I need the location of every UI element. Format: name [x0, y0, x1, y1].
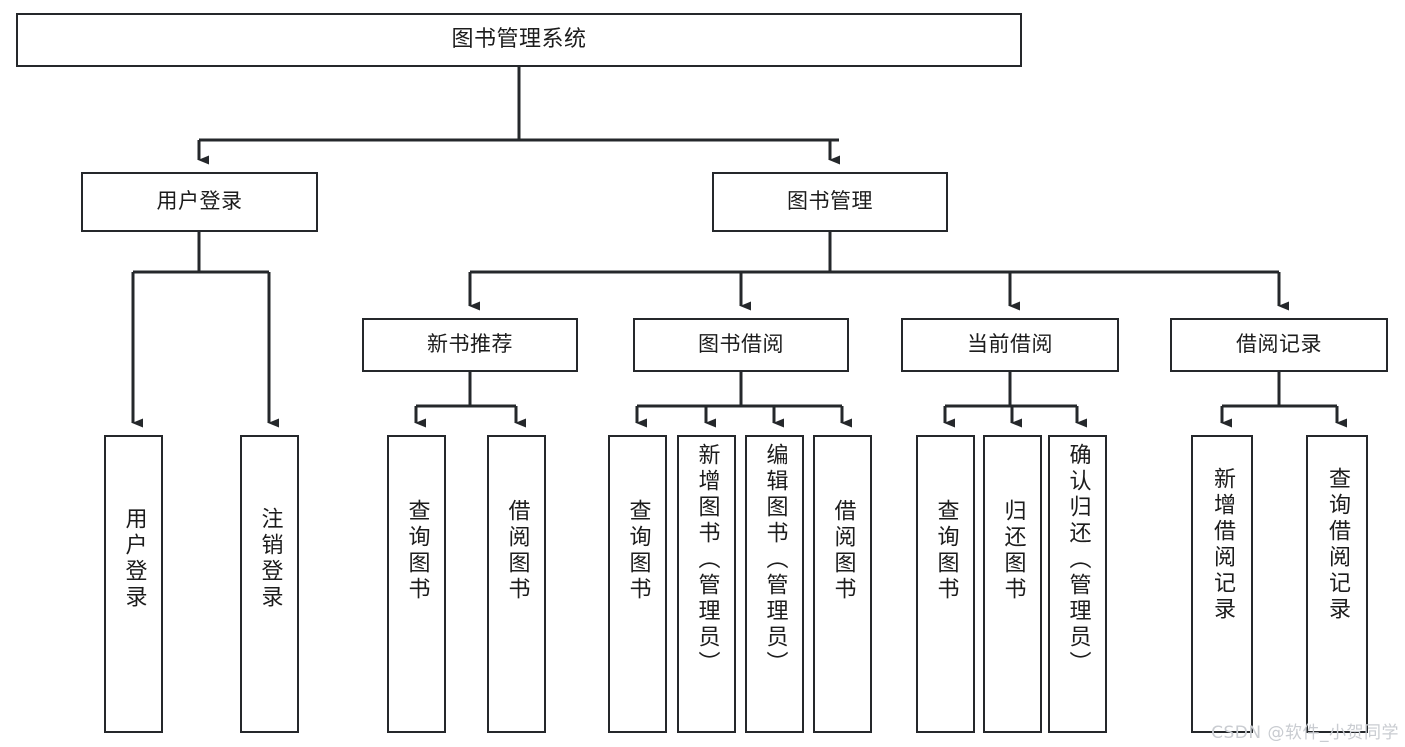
leaf-edit-book-admin[interactable]: 编辑图书（管理员） [745, 435, 804, 733]
node-user-login[interactable]: 用户登录 [81, 172, 318, 232]
node-new-book-recommendation[interactable]: 新书推荐 [362, 318, 578, 372]
leaf-add-borrow-record[interactable]: 新增借阅记录 [1191, 435, 1253, 733]
node-user-login-label: 用户登录 [156, 189, 243, 214]
node-current-borrow-label: 当前借阅 [967, 332, 1053, 357]
leaf-add-borrow-record-label: 新增借阅记录 [1210, 467, 1235, 623]
leaf-add-book-admin[interactable]: 新增图书（管理员） [677, 435, 736, 733]
leaf-user-login-label: 用户登录 [121, 507, 147, 611]
leaf-borrow-book-borrow[interactable]: 借阅图书 [813, 435, 872, 733]
node-book-manage[interactable]: 图书管理 [712, 172, 948, 232]
leaf-query-book-borrow[interactable]: 查询图书 [608, 435, 667, 733]
csdn-watermark: CSDN @软件_小贺同学 [1211, 723, 1399, 743]
leaf-query-book-current[interactable]: 查询图书 [916, 435, 975, 733]
node-book-borrow[interactable]: 图书借阅 [633, 318, 849, 372]
leaf-confirm-return-admin[interactable]: 确认归还（管理员） [1048, 435, 1107, 733]
leaf-query-book-current-label: 查询图书 [933, 499, 959, 603]
leaf-query-book-recommendation[interactable]: 查询图书 [387, 435, 446, 733]
leaf-logout[interactable]: 注销登录 [240, 435, 299, 733]
node-book-borrow-label: 图书借阅 [698, 332, 784, 357]
leaf-edit-book-admin-label: 编辑图书（管理员） [762, 443, 788, 677]
leaf-borrow-book-recommendation[interactable]: 借阅图书 [487, 435, 546, 733]
leaf-query-book-recommendation-label: 查询图书 [404, 499, 430, 603]
node-borrow-record-label: 借阅记录 [1236, 332, 1322, 357]
leaf-borrow-book-recommendation-label: 借阅图书 [504, 499, 530, 603]
node-root-label: 图书管理系统 [451, 26, 587, 52]
leaf-return-book-label: 归还图书 [1000, 499, 1026, 603]
leaf-return-book[interactable]: 归还图书 [983, 435, 1042, 733]
node-root[interactable]: 图书管理系统 [16, 13, 1022, 67]
leaf-logout-label: 注销登录 [257, 507, 283, 611]
leaf-query-book-borrow-label: 查询图书 [625, 499, 651, 603]
node-borrow-record[interactable]: 借阅记录 [1170, 318, 1388, 372]
node-new-book-recommendation-label: 新书推荐 [427, 332, 513, 357]
leaf-user-login[interactable]: 用户登录 [104, 435, 163, 733]
leaf-add-book-admin-label: 新增图书（管理员） [694, 443, 720, 677]
node-current-borrow[interactable]: 当前借阅 [901, 318, 1119, 372]
leaf-confirm-return-admin-label: 确认归还（管理员） [1065, 443, 1091, 677]
node-book-manage-label: 图书管理 [787, 189, 873, 214]
leaf-query-borrow-record-label: 查询借阅记录 [1325, 467, 1350, 623]
leaf-query-borrow-record[interactable]: 查询借阅记录 [1306, 435, 1368, 733]
leaf-borrow-book-borrow-label: 借阅图书 [830, 499, 856, 603]
